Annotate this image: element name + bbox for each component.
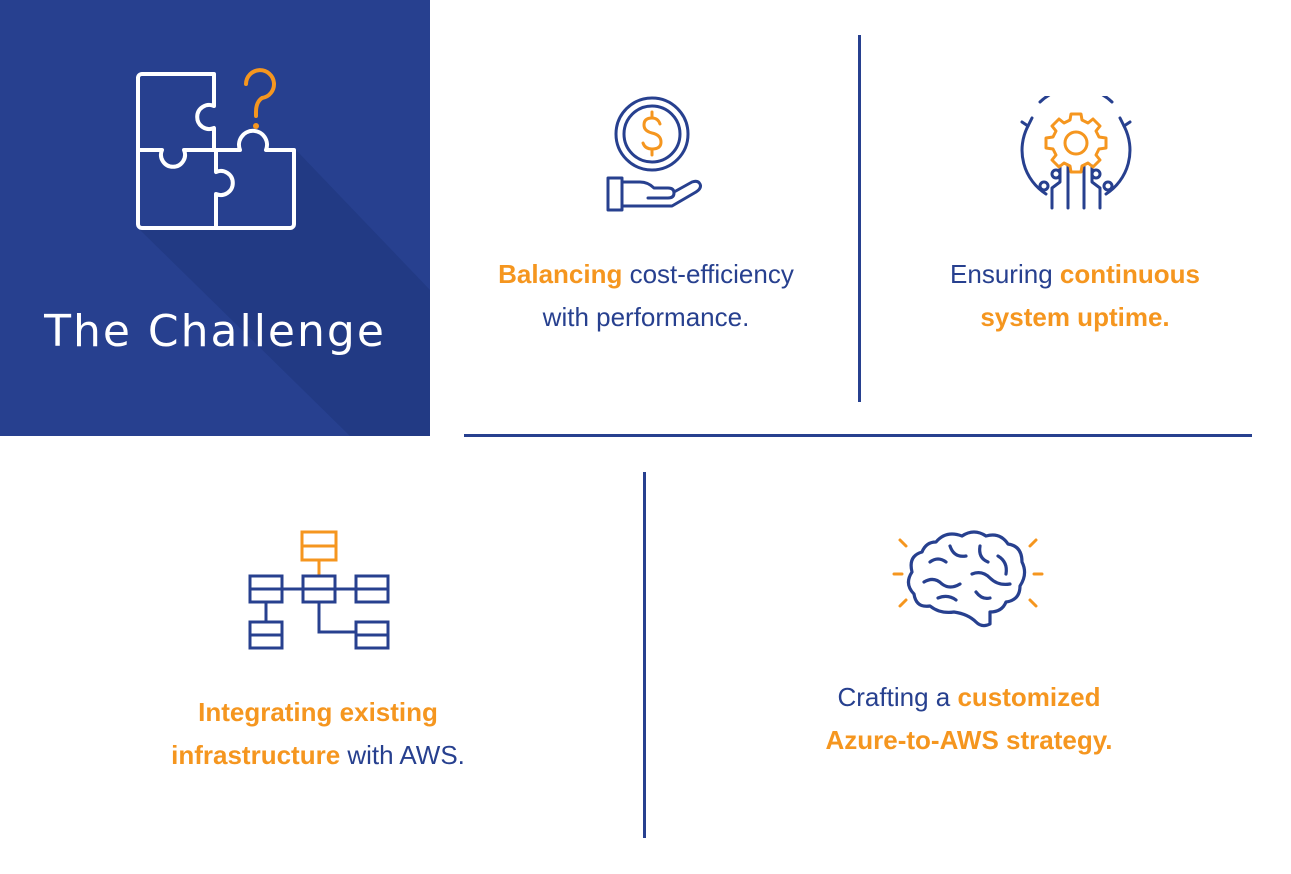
hand-dollar-icon <box>606 96 702 212</box>
caption-highlight: infrastructure <box>171 740 341 770</box>
card-caption-integrating: Integrating existing infrastructure with… <box>138 691 498 777</box>
card-caption-uptime: Ensuring continuous system uptime. <box>895 253 1255 339</box>
divider-vertical-top <box>858 35 861 402</box>
caption-line-2: Azure-to-AWS strategy. <box>789 719 1149 762</box>
card-caption-cost: Balancing cost-efficiency with performan… <box>466 253 826 339</box>
caption-line-2: system uptime. <box>895 296 1255 339</box>
caption-text: Ensuring <box>950 259 1060 289</box>
caption-line-1: Integrating existing <box>138 691 498 734</box>
caption-text: Crafting a <box>837 682 958 712</box>
caption-line-1: Crafting a customized <box>789 676 1149 719</box>
caption-highlight: Balancing <box>498 259 623 289</box>
caption-highlight: Azure-to-AWS strategy. <box>825 725 1113 755</box>
brain-icon <box>892 530 1044 628</box>
card-caption-strategy: Crafting a customized Azure-to-AWS strat… <box>789 676 1149 762</box>
puzzle-question-icon <box>136 68 296 230</box>
caption-highlight: Integrating existing <box>198 697 438 727</box>
caption-text: cost-efficiency <box>622 259 794 289</box>
caption-text: with AWS. <box>340 740 465 770</box>
caption-line-2: with performance. <box>466 296 826 339</box>
caption-highlight: customized <box>957 682 1101 712</box>
network-blocks-icon <box>248 530 390 650</box>
caption-highlight: continuous <box>1059 259 1200 289</box>
divider-horizontal <box>464 434 1252 437</box>
hero-panel: The Challenge <box>0 0 430 436</box>
hero-long-shadow <box>138 150 430 436</box>
divider-vertical-bottom <box>643 472 646 838</box>
page-title: The Challenge <box>44 306 386 357</box>
caption-line-1: Ensuring continuous <box>895 253 1255 296</box>
caption-line-2: infrastructure with AWS. <box>138 734 498 777</box>
caption-text: with performance. <box>542 302 750 332</box>
caption-highlight: system uptime. <box>980 302 1170 332</box>
gear-circuit-icon <box>1020 96 1132 210</box>
caption-line-1: Balancing cost-efficiency <box>466 253 826 296</box>
